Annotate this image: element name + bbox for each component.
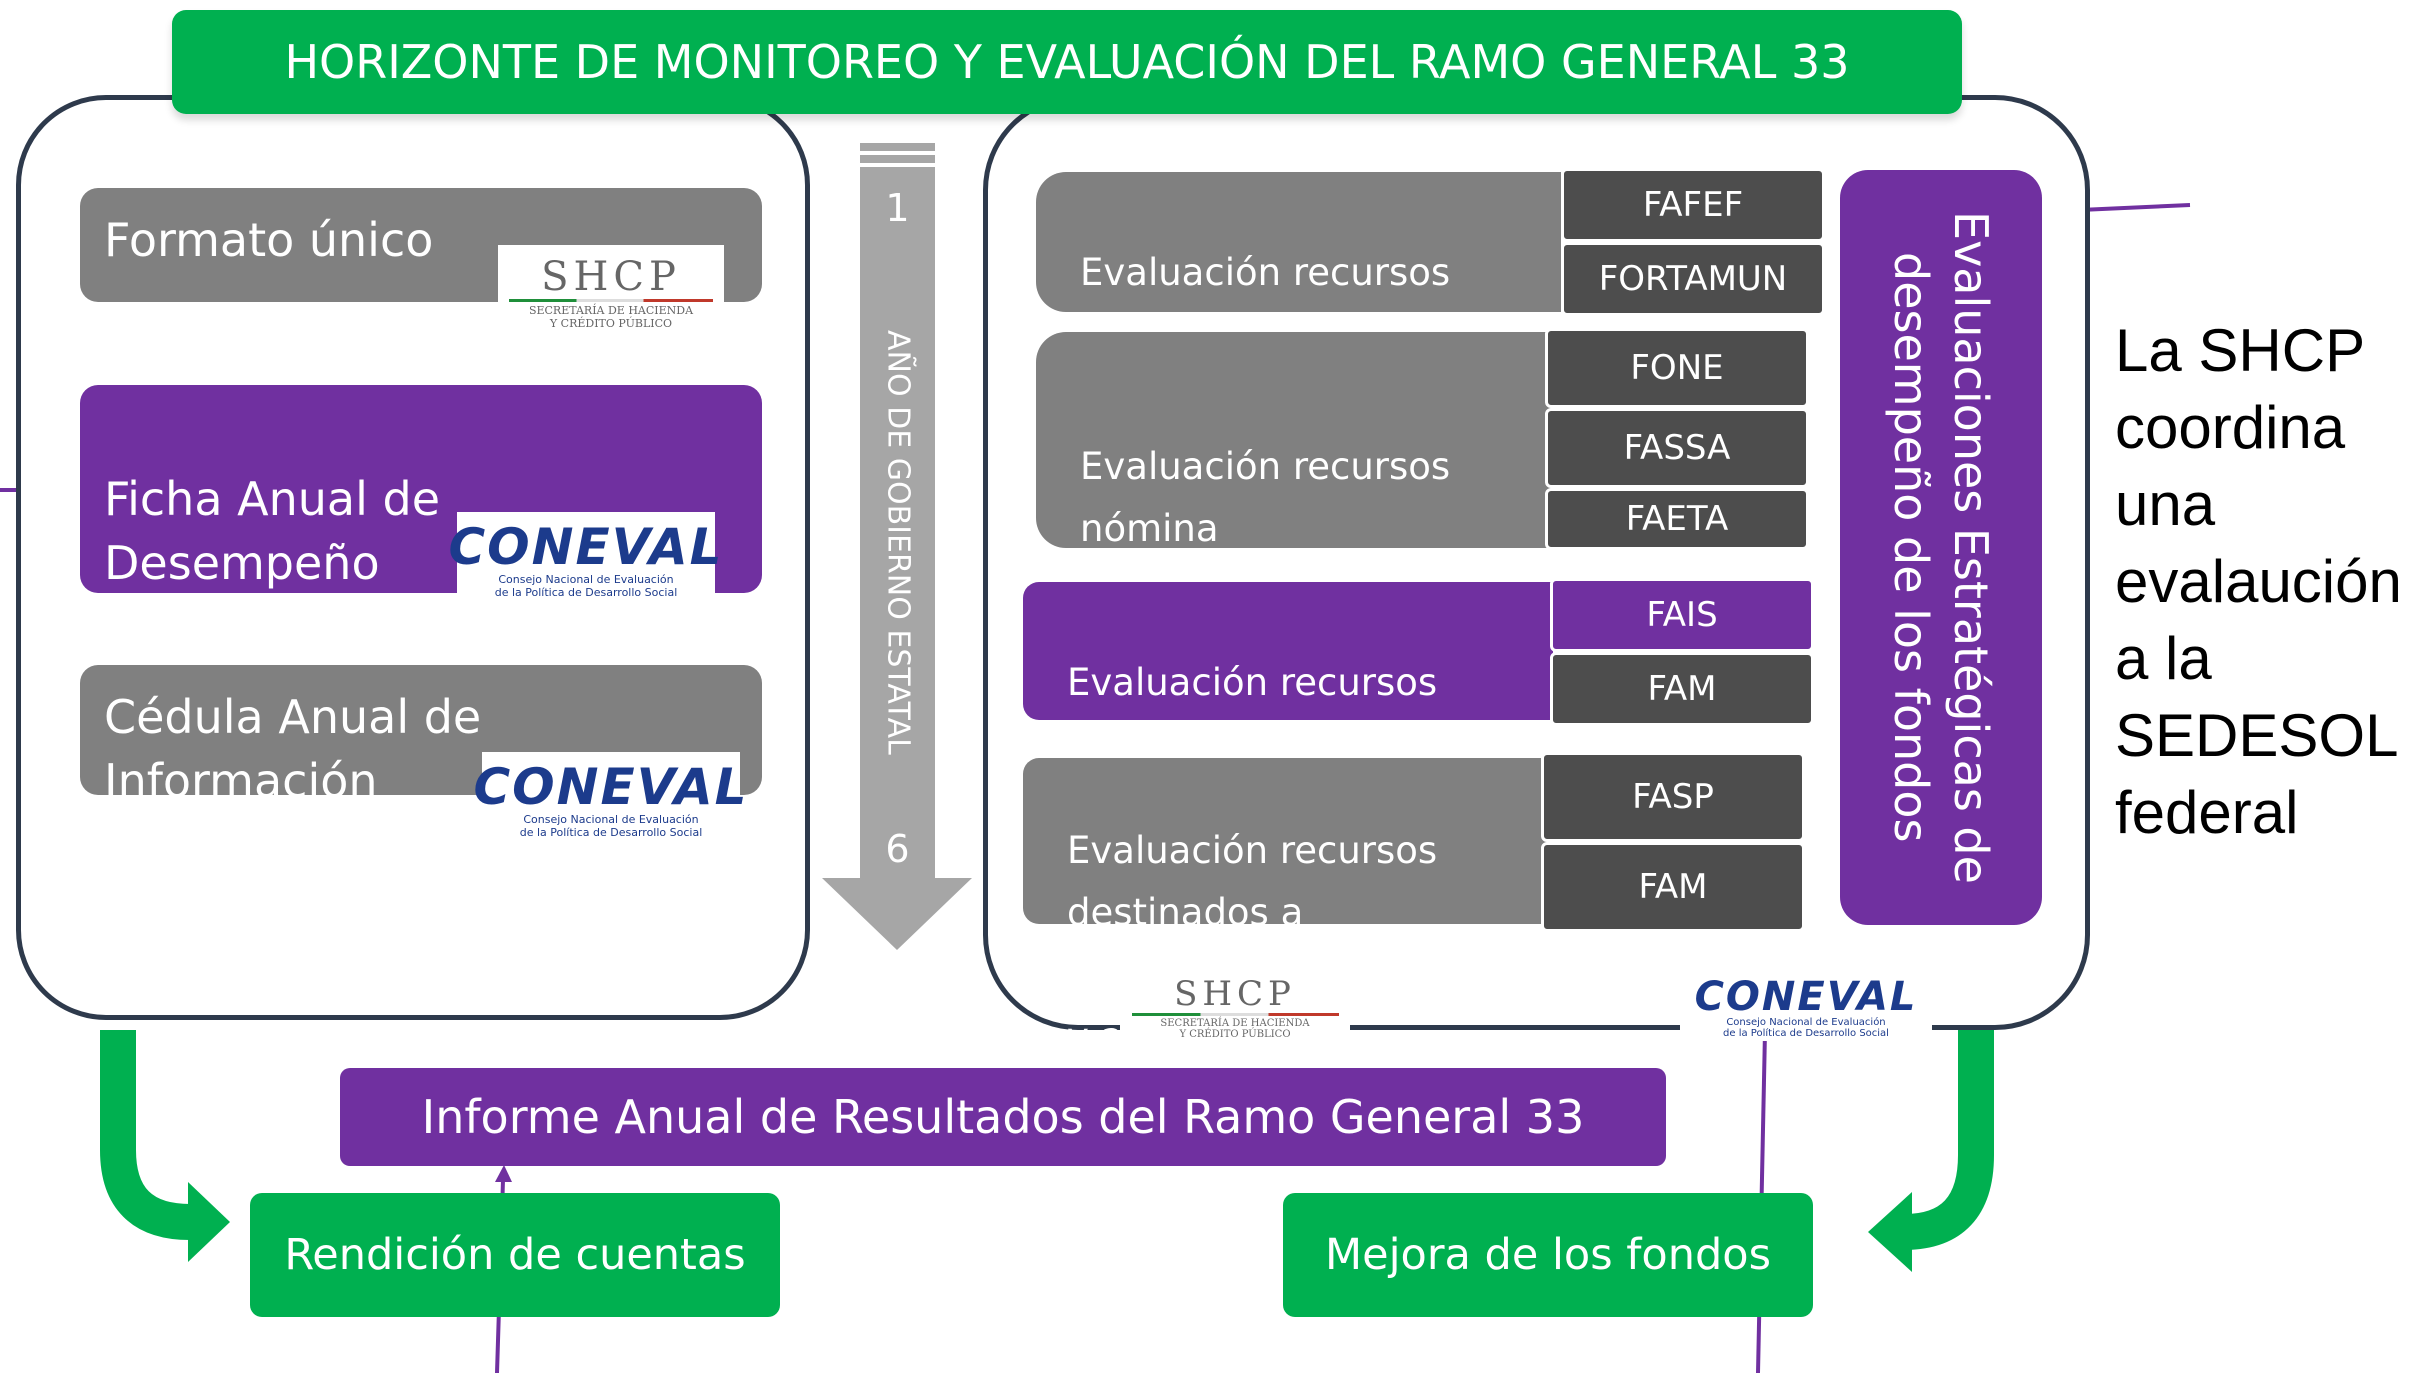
coneval-logo-name: CONEVAL <box>473 758 749 816</box>
timeline-arrow-cap <box>860 155 935 163</box>
timeline-label-text: AÑO DE GOBIERNO ESTATAL <box>880 330 916 755</box>
fund-tag: FAM <box>1550 652 1814 726</box>
side-note: La SHCP coordina una evalaución a la SED… <box>2115 235 2415 851</box>
coneval-logo-name: CONEVAL <box>448 518 724 576</box>
coneval-logo-ficha: CONEVAL Consejo Nacional de Evaluación d… <box>448 512 722 608</box>
pointer-to-informe-head <box>495 1165 512 1182</box>
shcp-logo-sub: SECRETARÍA DE HACIENDA Y CRÉDITO PÚBLICO <box>1160 1017 1310 1040</box>
eval-group-label: Evaluación recursos nómina <box>1080 445 1451 550</box>
coneval-logo-sub: Consejo Nacional de Evaluación de la Pol… <box>494 573 678 599</box>
fund-tag: FASP <box>1541 752 1805 842</box>
mejora-fondos-label: Mejora de los fondos <box>1325 1230 1771 1280</box>
ficha-anual-label: Ficha Anual de Desempeño del Fondo <box>104 472 441 654</box>
shcp-logo-sub: SECRETARÍA DE HACIENDA Y CRÉDITO PÚBLICO <box>528 303 694 330</box>
fund-tag-label: FASSA <box>1623 428 1731 468</box>
fund-tag-label: FAM <box>1647 669 1717 709</box>
fund-tag: FAETA <box>1545 488 1809 550</box>
rendicion-cuentas-box: Rendición de cuentas <box>250 1193 780 1317</box>
fund-tag: FAIS <box>1550 578 1814 652</box>
cedula-anual-label: Cédula Anual de Información <box>104 690 482 808</box>
eval-group-infraestructura: Evaluación recursos infraestructura <box>1023 582 1553 766</box>
fund-tag: FAM <box>1541 842 1805 932</box>
coneval-logo-bottom: CONEVAL Consejo Nacional de Evaluación d… <box>1680 975 1932 1041</box>
rendicion-cuentas-label: Rendición de cuentas <box>284 1230 746 1280</box>
timeline-arrow-head <box>822 878 972 950</box>
fund-tag: FORTAMUN <box>1561 242 1825 316</box>
formato-unico-label: Formato único <box>104 213 434 267</box>
coneval-logo-name: CONEVAL <box>1694 974 1918 1020</box>
shcp-logo-bottom: SHCP SECRETARÍA DE HACIENDA Y CRÉDITO PÚ… <box>1120 975 1350 1041</box>
fund-tag-label: FAM <box>1638 867 1708 907</box>
fund-tag-label: FAIS <box>1646 595 1718 635</box>
shcp-logo-stripe <box>1131 1012 1339 1016</box>
fund-tag-label: FONE <box>1630 348 1724 388</box>
diagram-title: HORIZONTE DE MONITOREO Y EVALUACIÓN DEL … <box>172 10 1962 114</box>
fund-tag: FASSA <box>1545 408 1809 488</box>
timeline-end: 6 <box>885 827 910 871</box>
coneval-logo-cedula: CONEVAL Consejo Nacional de Evaluación d… <box>473 752 747 848</box>
fund-tag-label: FAFEF <box>1642 185 1744 225</box>
timeline-arrow-cap <box>860 143 935 151</box>
eval-group-nomina: Evaluación recursos nómina <box>1036 332 1554 550</box>
timeline-label: AÑO DE GOBIERNO ESTATAL <box>868 330 928 770</box>
side-note-text: La SHCP coordina una evalaución a la SED… <box>2115 317 2402 846</box>
eval-group-financiero: Evaluación recursos fortalecimiento fina… <box>1036 172 1561 418</box>
timeline-arrow-shaft <box>860 167 935 882</box>
coneval-logo-sub: Consejo Nacional de Evaluación de la Pol… <box>519 813 703 839</box>
strategic-evaluations-label: Evaluaciones Estratégicas de desempeño d… <box>1884 211 1998 884</box>
timeline-start: 1 <box>885 186 910 230</box>
green-arrow-right <box>1903 1030 1994 1250</box>
pointer-to-strategic <box>2079 203 2191 212</box>
shcp-logo-stripe <box>509 298 713 302</box>
fund-tag-label: FORTAMUN <box>1598 259 1788 299</box>
eval-group-label: Evaluación recursos infraestructura <box>1067 661 1438 766</box>
coneval-logo-sub: Consejo Nacional de Evaluación de la Pol… <box>1723 1017 1889 1039</box>
diagram-title-text: HORIZONTE DE MONITOREO Y EVALUACIÓN DEL … <box>284 35 1850 89</box>
shcp-logo-name: SHCP <box>541 253 681 300</box>
shcp-logo-left: SHCP SECRETARÍA DE HACIENDA Y CRÉDITO PÚ… <box>498 245 724 341</box>
fund-tag-label: FAETA <box>1625 499 1729 539</box>
strategic-evaluations-box: Evaluaciones Estratégicas de desempeño d… <box>1840 170 2042 925</box>
green-arrowhead-right <box>1868 1192 1912 1272</box>
green-arrowhead-left <box>188 1182 230 1262</box>
fund-tag: FONE <box>1545 328 1809 408</box>
fund-tag-label: FASP <box>1632 777 1714 817</box>
informe-anual-box: Informe Anual de Resultados del Ramo Gen… <box>340 1068 1666 1166</box>
shcp-logo-name: SHCP <box>1174 973 1296 1014</box>
mejora-fondos-box: Mejora de los fondos <box>1283 1193 1813 1317</box>
green-arrow-left <box>100 1030 195 1240</box>
fund-tag: FAFEF <box>1561 168 1825 242</box>
eval-group-programas: Evaluación recursos destinados a program… <box>1023 758 1548 1058</box>
informe-anual-label: Informe Anual de Resultados del Ramo Gen… <box>421 1090 1585 1144</box>
